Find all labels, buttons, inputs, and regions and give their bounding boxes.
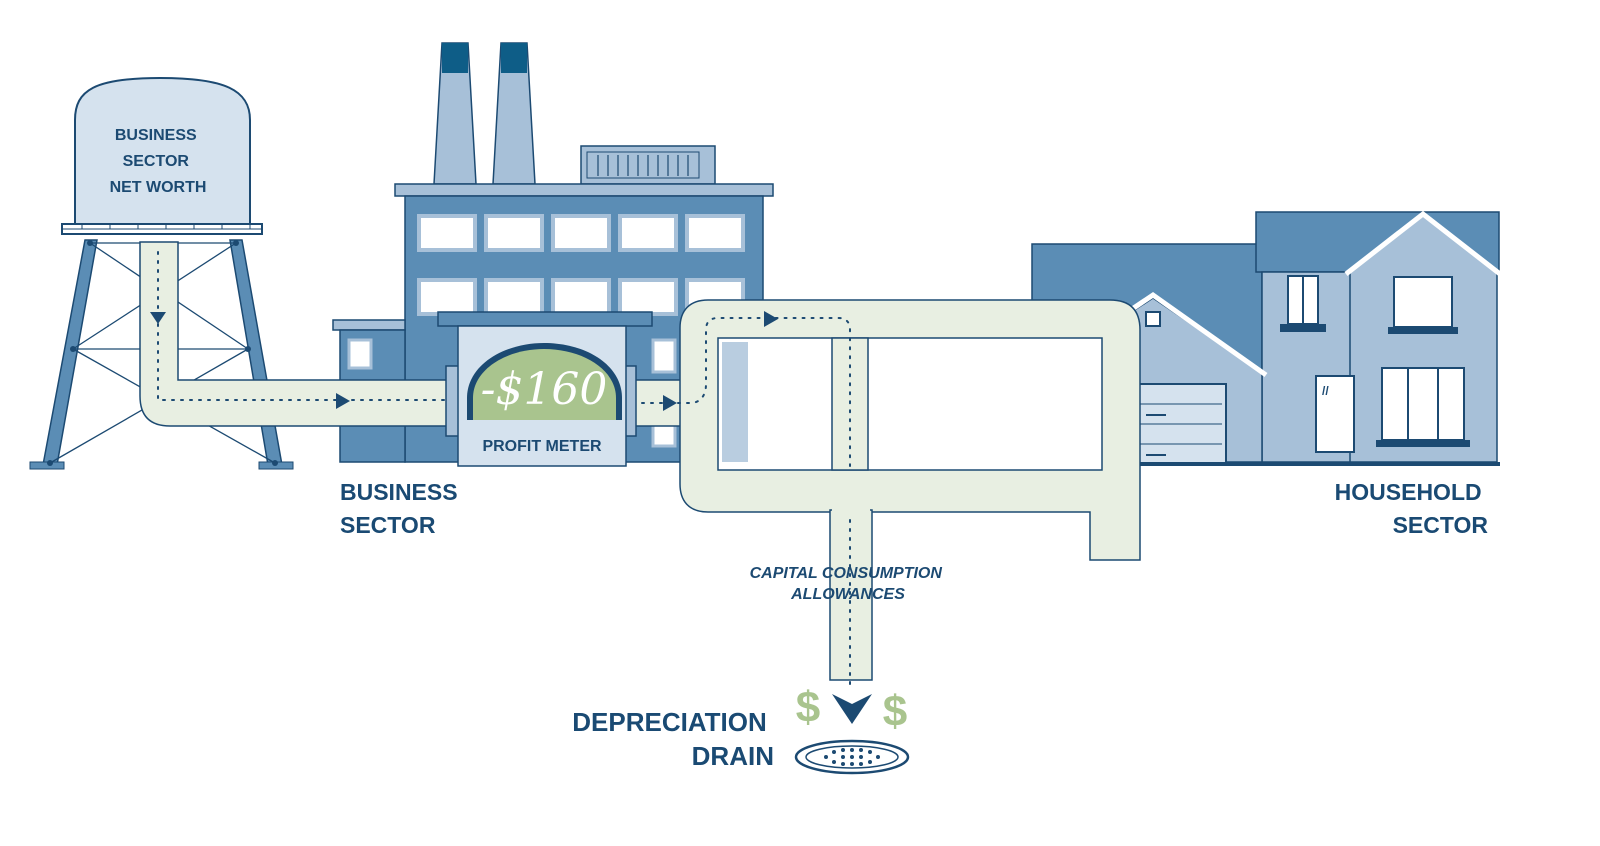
arrow-down-icon [150, 312, 166, 324]
pipe-loop-hole [717, 337, 1103, 471]
drain-label-line: DEPRECIATION [572, 707, 767, 737]
depreciation-drain: $ $ [794, 683, 910, 775]
meter-label: PROFIT METER [482, 438, 602, 455]
business-label-line: BUSINESS [340, 479, 458, 505]
svg-text://: // [1322, 384, 1329, 398]
tower-label-line: BUSINESS [115, 127, 197, 144]
meter-value: -$160 [481, 364, 608, 415]
flow-path [157, 251, 851, 691]
household-sector-label: HOUSEHOLD SECTOR [1335, 479, 1489, 538]
dollar-icon: $ [883, 687, 907, 736]
tower-label: BUSINESS SECTOR NET WORTH [110, 127, 207, 196]
arrow-right-icon [764, 311, 778, 327]
arrow-down-icon [832, 694, 872, 724]
flow-label-line: CAPITAL CONSUMPTION [750, 565, 943, 582]
drain-label-line: DRAIN [692, 741, 774, 771]
household-label-line: HOUSEHOLD [1335, 479, 1482, 505]
profit-meter: -$160 PROFIT METER [437, 311, 653, 467]
business-label-line: SECTOR [340, 512, 436, 538]
water-tower: BUSINESS SECTOR NET WORTH [29, 76, 294, 470]
flow-arrows [150, 311, 778, 411]
flow-label: CAPITAL CONSUMPTION ALLOWANCES [750, 565, 947, 603]
household-label-line: SECTOR [1393, 512, 1489, 538]
tower-label-line: NET WORTH [110, 179, 207, 196]
drain-label: DEPRECIATION DRAIN [572, 707, 774, 771]
tower-label-line: SECTOR [123, 153, 190, 170]
dollar-icon: $ [796, 683, 820, 732]
arrow-right-icon [336, 393, 350, 409]
arrow-right-icon [663, 395, 677, 411]
business-sector-label: BUSINESS SECTOR [340, 479, 464, 538]
flow-label-line: ALLOWANCES [790, 586, 905, 603]
